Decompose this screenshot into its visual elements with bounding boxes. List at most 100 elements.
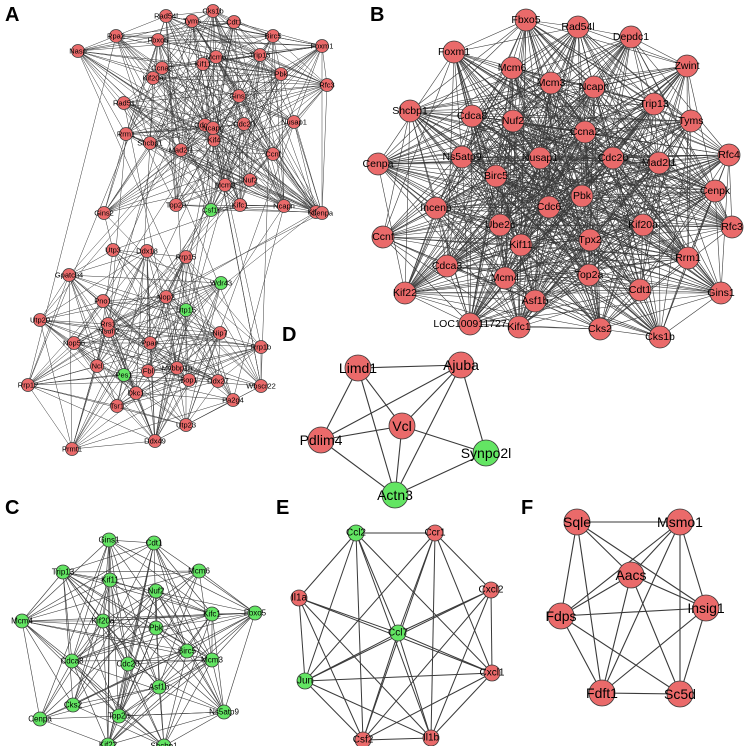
network-edge bbox=[224, 184, 323, 214]
network-edge bbox=[109, 570, 200, 581]
network-edge bbox=[404, 292, 520, 328]
gene-node-label: Rrp15 bbox=[176, 253, 196, 262]
network-edge bbox=[103, 139, 215, 214]
gene-node-circle bbox=[320, 78, 334, 92]
network-edge bbox=[539, 157, 660, 164]
network-edge bbox=[149, 39, 159, 144]
gene-node-label: Mcm6 bbox=[206, 53, 226, 62]
network-edge bbox=[157, 39, 214, 129]
network-edge bbox=[27, 384, 156, 442]
gene-node-circle bbox=[398, 99, 422, 123]
gene-node-label: Kifc1 bbox=[507, 321, 531, 333]
network-edge bbox=[469, 175, 497, 325]
network-edge bbox=[71, 374, 125, 450]
network-edge bbox=[355, 532, 399, 634]
gene-node: Limd1 bbox=[339, 354, 377, 382]
gene-node-label: Depdc1 bbox=[613, 31, 649, 43]
network-edge bbox=[123, 102, 323, 214]
network-edge bbox=[154, 256, 187, 442]
network-edge bbox=[259, 54, 328, 86]
network-edge bbox=[71, 620, 104, 662]
network-edge bbox=[62, 571, 111, 581]
gene-node: Cdca3 bbox=[432, 254, 462, 278]
network-edge bbox=[155, 590, 213, 661]
network-edge bbox=[103, 127, 214, 214]
gene-node-circle bbox=[159, 9, 173, 23]
gene-node: Utp20 bbox=[30, 313, 50, 327]
network-edge bbox=[355, 532, 364, 741]
gene-node: Bop1 bbox=[180, 373, 198, 387]
gene-node: Kif11 bbox=[101, 572, 119, 588]
network-edge bbox=[103, 153, 274, 214]
gene-node-circle bbox=[148, 620, 164, 636]
gene-node: Cdca8 bbox=[457, 104, 487, 128]
network-edge bbox=[204, 56, 217, 126]
gene-node-label: Actn3 bbox=[377, 487, 413, 503]
gene-node-label: Foxm1 bbox=[438, 46, 470, 58]
network-edge bbox=[62, 571, 74, 706]
network-edge bbox=[27, 35, 117, 386]
gene-node-label: Ccr1 bbox=[424, 528, 446, 539]
network-edge bbox=[96, 256, 187, 367]
network-edge bbox=[107, 579, 111, 746]
network-edge bbox=[612, 157, 716, 192]
network-edge bbox=[123, 102, 251, 181]
gene-node-label: Ns5atp9 bbox=[209, 708, 239, 717]
network-edge bbox=[146, 250, 178, 369]
gene-node-label: Cenpa bbox=[28, 715, 52, 724]
gene-node-circle bbox=[501, 109, 525, 133]
network-edge bbox=[191, 20, 235, 23]
network-edge bbox=[430, 672, 493, 739]
network-edge bbox=[577, 26, 730, 156]
network-edge bbox=[238, 95, 241, 206]
network-edge bbox=[125, 123, 245, 135]
gene-node-label: Csf2 bbox=[353, 735, 374, 746]
gene-node-circle bbox=[226, 393, 240, 407]
network-edge bbox=[397, 632, 432, 739]
gene-node: Rrm1 bbox=[117, 127, 135, 141]
gene-node-label: Sc5d bbox=[664, 686, 696, 702]
gene-node-label: Mcm4 bbox=[11, 617, 33, 626]
network-edge bbox=[107, 323, 178, 369]
network-edge bbox=[550, 82, 689, 259]
network-edge bbox=[320, 439, 396, 496]
gene-node: Mcm3 bbox=[201, 652, 223, 668]
network-edge bbox=[469, 195, 583, 325]
network-edge bbox=[27, 374, 125, 386]
network-edge bbox=[108, 133, 127, 332]
gene-node-circle bbox=[709, 281, 733, 305]
gene-node-circle bbox=[315, 206, 329, 220]
network-edge bbox=[714, 190, 722, 294]
network-edge bbox=[404, 175, 497, 294]
gene-node-label: Ccl7 bbox=[388, 628, 408, 639]
gene-node-label: Nuf2 bbox=[148, 587, 165, 596]
network-edge bbox=[155, 590, 188, 652]
gene-node: Cdc20 bbox=[233, 117, 255, 131]
gene-node-label: Utp3 bbox=[105, 246, 121, 255]
gene-node: Utp23 bbox=[176, 418, 196, 432]
network-edge bbox=[107, 323, 219, 382]
gene-node-circle bbox=[151, 33, 165, 47]
gene-node-circle bbox=[218, 178, 232, 192]
network-edge bbox=[125, 124, 206, 135]
gene-node: Mad2l1 bbox=[169, 143, 193, 157]
network-edge bbox=[154, 367, 178, 442]
gene-node: Csf2 bbox=[353, 731, 374, 746]
network-edge bbox=[127, 650, 188, 665]
panel-f-edges bbox=[560, 521, 707, 695]
network-edge bbox=[320, 425, 403, 441]
gene-node: Gins1 bbox=[707, 281, 735, 305]
network-edge bbox=[401, 364, 462, 427]
network-edge bbox=[115, 35, 151, 144]
network-edge bbox=[210, 205, 285, 211]
gene-node-label: Fbxo5 bbox=[511, 14, 540, 26]
gene-node: Ccna2 bbox=[570, 120, 600, 144]
gene-node: Mcm4 bbox=[11, 613, 33, 629]
network-edge bbox=[39, 282, 222, 321]
network-edge bbox=[377, 163, 601, 330]
gene-node-circle bbox=[422, 729, 440, 746]
network-edge bbox=[435, 207, 520, 328]
network-edge bbox=[180, 149, 226, 186]
network-edge bbox=[39, 319, 110, 332]
